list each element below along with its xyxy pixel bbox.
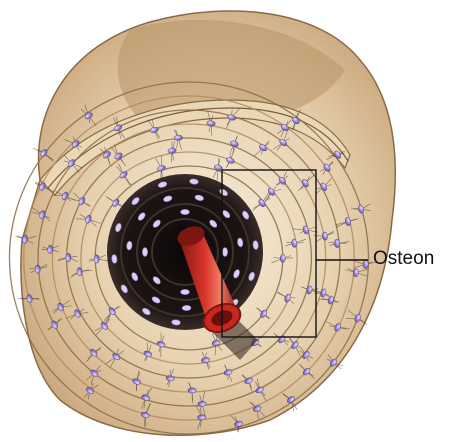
- osteon-label: Osteon: [373, 249, 434, 268]
- osteocyte: [198, 401, 207, 407]
- osteocyte: [222, 248, 227, 257]
- osteocyte: [188, 388, 197, 394]
- osteocyte: [181, 289, 190, 294]
- osteocyte: [47, 245, 53, 254]
- osteocyte: [181, 209, 190, 214]
- osteocyte: [182, 305, 191, 310]
- osteocyte: [35, 265, 41, 274]
- osteocyte: [111, 254, 117, 263]
- osteocyte: [253, 240, 259, 249]
- osteocyte: [197, 414, 206, 420]
- osteocyte: [142, 248, 147, 257]
- osteocyte: [66, 253, 71, 261]
- osteocyte: [94, 255, 99, 263]
- osteocyte: [280, 254, 285, 262]
- osteocyte: [363, 260, 368, 269]
- osteocyte: [334, 239, 340, 248]
